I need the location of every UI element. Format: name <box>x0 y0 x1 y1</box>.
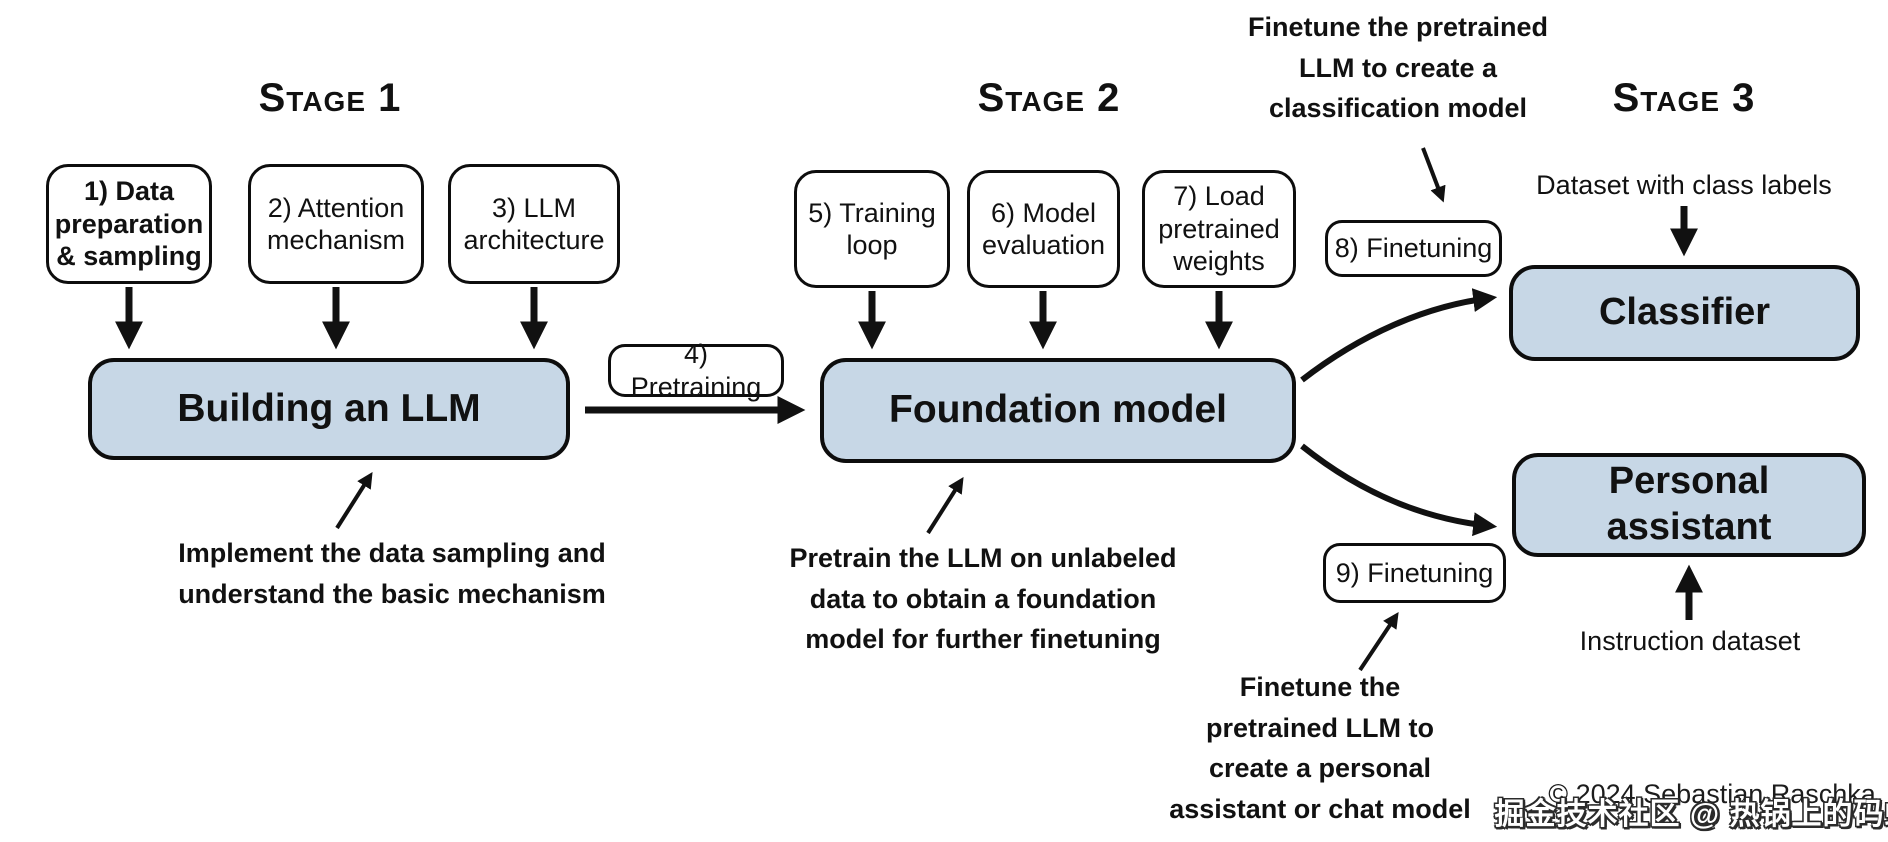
copyright-text: © 2024 Sebastian Raschka <box>1548 779 1876 809</box>
stage1-annotation: Implement the data sampling and understa… <box>178 538 606 609</box>
instruction-dataset-label: Instruction dataset <box>1579 626 1801 656</box>
arrow-note-to-building <box>335 471 373 530</box>
arrow-note-to-finetuning-8 <box>1421 147 1446 203</box>
step-box-9-finetuning: 9) Finetuning <box>1323 543 1506 603</box>
arrow-foundation-to-assistant <box>1300 443 1498 537</box>
step-box-4-label: 4) Pretraining <box>630 339 762 402</box>
step-box-6-label: 6) Model evaluation <box>981 197 1106 260</box>
step-box-9-label: 9) Finetuning <box>1335 557 1494 588</box>
main-box-classifier: Classifier <box>1509 265 1860 361</box>
step-box-5-training-loop: 5) Training loop <box>794 170 950 288</box>
step-box-3-llm-architecture: 3) LLM architecture <box>448 164 620 284</box>
stage-2-title: Stage 2 <box>977 76 1121 120</box>
step-box-3-label: 3) LLM architecture <box>463 192 605 255</box>
main-box-personal-assistant: Personal assistant <box>1512 453 1866 557</box>
step-box-2-label: 2) Attention mechanism <box>266 192 406 255</box>
step-box-1-label: 1) Data preparation & sampling <box>54 176 204 272</box>
arrow-note-to-foundation <box>926 476 964 535</box>
stage2-annotation: Pretrain the LLM on unlabeled data to ob… <box>789 543 1177 654</box>
step-box-4-pretraining: 4) Pretraining <box>608 339 784 402</box>
step-box-8-finetuning: 8) Finetuning <box>1325 220 1502 277</box>
arrow-note-to-finetuning-9 <box>1358 612 1399 672</box>
step-box-1-data-preparation: 1) Data preparation & sampling <box>46 164 212 284</box>
stage-3-title: Stage 3 <box>1612 76 1756 120</box>
assistant-finetune-annotation: Finetune the pretrained LLM to create a … <box>1169 672 1471 824</box>
classifier-finetune-annotation: Finetune the pretrained LLM to create a … <box>1247 12 1549 123</box>
step-box-7-load-pretrained-weights: 7) Load pretrained weights <box>1142 170 1296 288</box>
main-box-foundation-model: Foundation model <box>820 358 1296 463</box>
arrow-foundation-to-classifier <box>1300 288 1498 383</box>
watermark-overlay: 掘金技术社区 @ 热锅上的码蚁 <box>1494 798 1888 831</box>
step-box-7-label: 7) Load pretrained weights <box>1158 181 1280 277</box>
foundation-model-label: Foundation model <box>889 388 1227 432</box>
step-box-5-label: 5) Training loop <box>808 197 936 260</box>
classifier-label: Classifier <box>1598 291 1771 334</box>
step-box-2-attention-mechanism: 2) Attention mechanism <box>248 164 424 284</box>
step-box-8-label: 8) Finetuning <box>1334 233 1493 264</box>
stage-1-title: Stage 1 <box>258 76 402 120</box>
step-box-6-model-evaluation: 6) Model evaluation <box>967 170 1120 288</box>
building-llm-label: Building an LLM <box>177 386 481 430</box>
main-box-building-llm: Building an LLM <box>88 358 570 460</box>
personal-assistant-label: Personal assistant <box>1606 460 1772 548</box>
dataset-with-class-labels-label: Dataset with class labels <box>1536 170 1832 200</box>
